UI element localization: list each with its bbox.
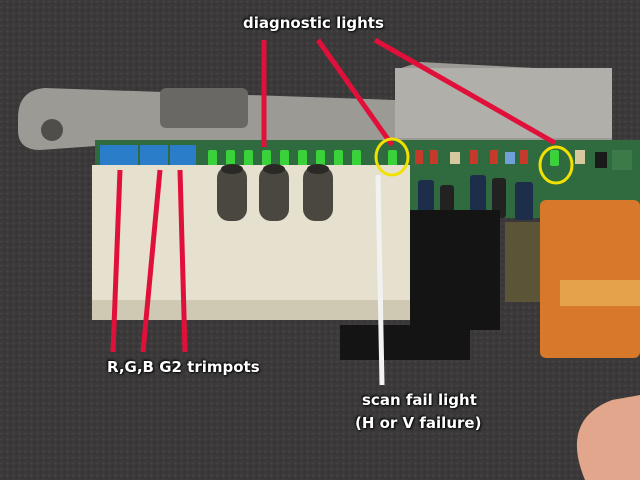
trimpot-pointers xyxy=(110,169,188,353)
led xyxy=(298,150,307,166)
led xyxy=(262,150,271,166)
scan-fail-sub-label: (H or V failure) xyxy=(355,414,482,432)
scan-fail-label: scan fail light xyxy=(362,391,477,409)
pointer-line xyxy=(110,169,123,353)
board-components xyxy=(415,150,632,170)
lower-bracket xyxy=(340,210,500,360)
led xyxy=(334,150,343,166)
led xyxy=(208,150,217,166)
coil-winding xyxy=(540,200,640,358)
beige-block xyxy=(92,165,410,320)
highlight-circle-left xyxy=(374,137,410,177)
housing-screw-hole xyxy=(41,119,63,141)
pointer-line xyxy=(177,169,188,353)
trimpots-label: R,G,B G2 trimpots xyxy=(107,358,260,376)
rubber-connectors xyxy=(217,164,333,221)
diagnostic-pointers xyxy=(261,37,557,147)
coil-tape xyxy=(560,280,640,306)
led xyxy=(244,150,253,166)
pointer-line xyxy=(140,169,163,353)
pointer-line xyxy=(315,38,395,147)
led xyxy=(388,150,397,166)
pointer-line xyxy=(373,37,557,146)
capacitors xyxy=(418,175,533,220)
highlight-circle-right xyxy=(538,145,574,185)
led xyxy=(316,150,325,166)
housing-handle xyxy=(160,88,248,128)
beige-block-shadow xyxy=(92,300,410,320)
led xyxy=(280,150,289,166)
hand xyxy=(576,395,640,480)
diagnostic-lights-label: diagnostic lights xyxy=(243,14,384,32)
scan-fail-pointer xyxy=(375,174,385,386)
led xyxy=(226,150,235,166)
led xyxy=(550,150,559,166)
led xyxy=(352,150,361,166)
housing-right-block xyxy=(395,68,612,138)
led-row xyxy=(208,150,559,166)
